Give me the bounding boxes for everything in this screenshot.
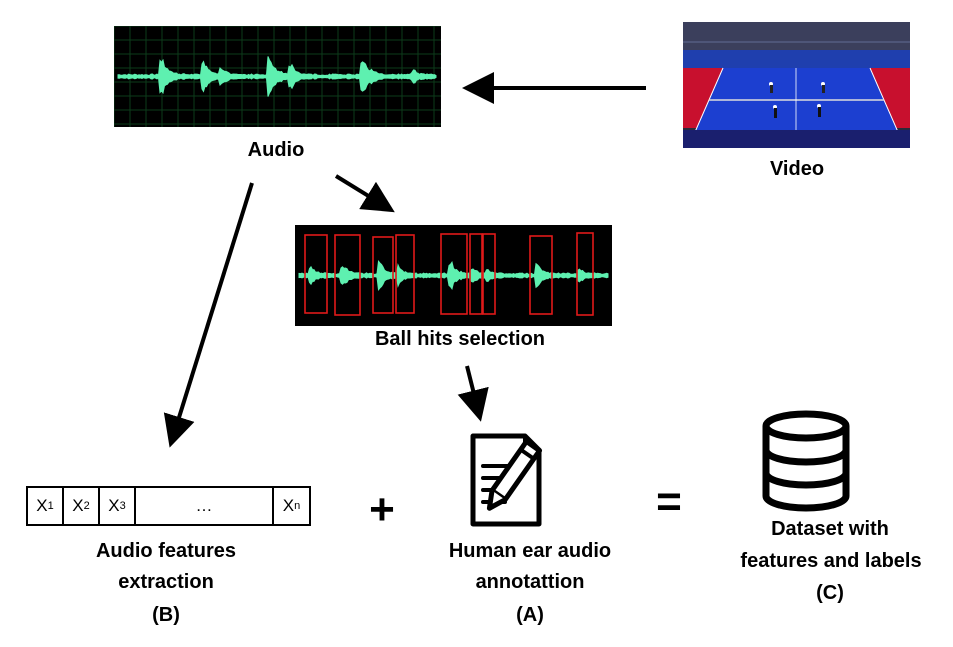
hit-box [372,236,394,314]
document-pencil-icon [470,433,543,527]
feature-cell-ellipsis: … [136,488,274,524]
arrow-audio-to-features [163,182,254,448]
hit-box [334,234,361,316]
annotation-label-line1: Human ear audio [448,540,612,562]
hit-box [395,234,415,314]
plus-operator: + [369,485,395,534]
dataset-label-line1: Dataset with [771,518,889,540]
annotation-label-line2: annotattion [475,571,585,593]
arrow-hits-to-annotation [457,365,489,422]
audio-waveform-panel [114,26,441,127]
hit-box [529,235,553,315]
hit-box [440,233,468,315]
features-tag: (B) [152,604,180,626]
arrow-audio-to-hits [334,174,395,213]
audio-label: Audio [247,139,305,161]
database-icon [762,410,850,512]
dataset-label-line2: features and labels [740,550,922,572]
ball-hits-label: Ball hits selection [374,328,546,350]
hit-box [576,232,594,316]
hit-box [469,233,483,315]
features-label-line1: Audio features [95,540,237,562]
dataset-tag: (C) [816,582,844,604]
equals-operator: = [656,477,682,526]
audio-waveform [114,26,441,127]
features-label-line2: extraction [118,571,214,593]
ball-hits-waveform [298,232,609,316]
hit-box [482,233,496,315]
video-label: Video [769,158,825,180]
video-thumbnail [683,22,910,148]
ball-hits-panel [295,225,612,326]
hit-box [304,234,328,314]
annotation-tag: (A) [516,604,544,626]
padel-court-image [683,22,910,148]
